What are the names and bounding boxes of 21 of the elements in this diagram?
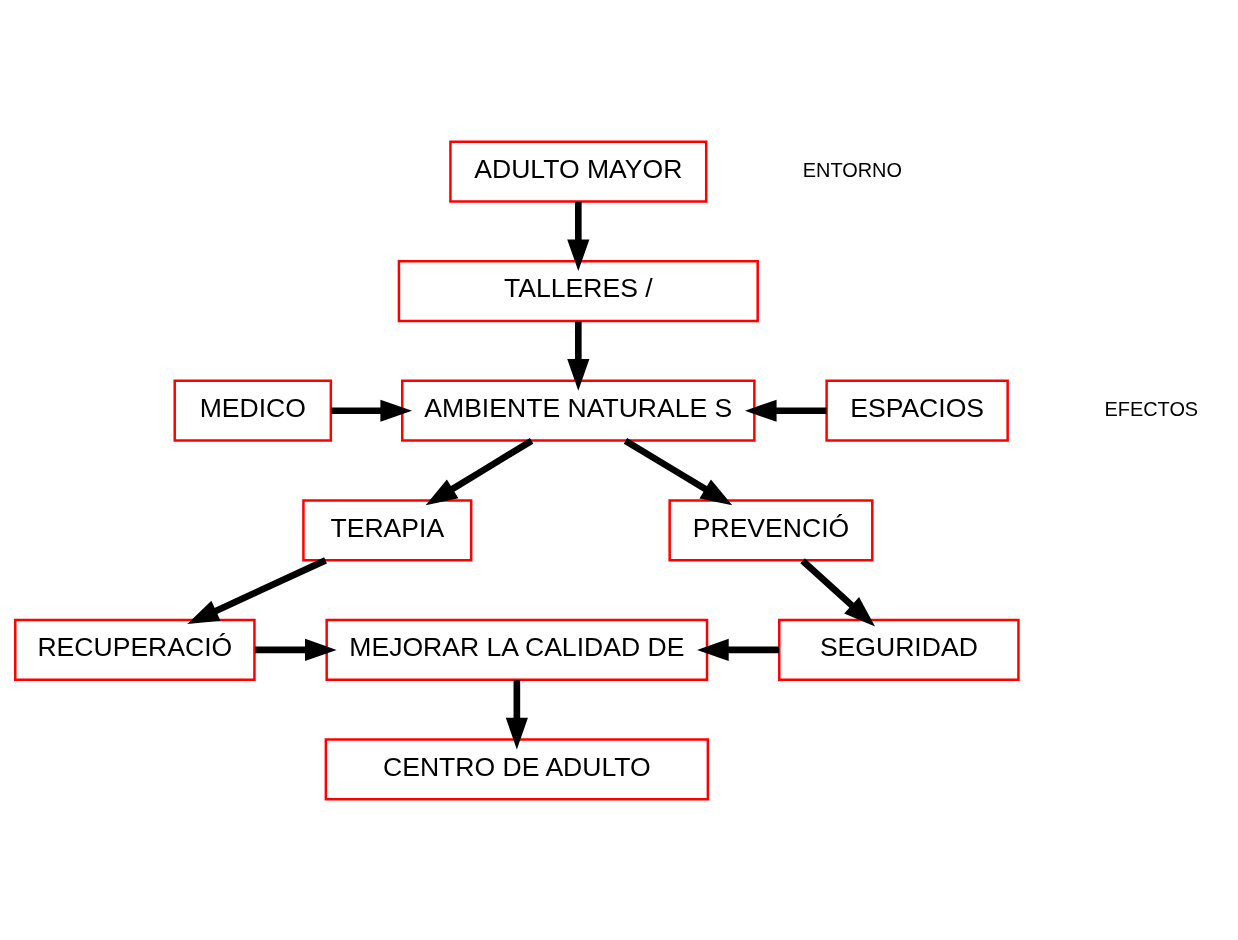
arrow	[505, 679, 528, 749]
arrow	[623, 437, 733, 505]
node-box: CENTRO DE ADULTO	[324, 737, 710, 801]
node-box: MEDICO	[173, 379, 333, 442]
node-box: ESPACIOS	[825, 379, 1009, 442]
label: ENTORNO	[802, 158, 902, 181]
arrow	[187, 556, 327, 624]
node-box: PREVENCIÓ	[668, 498, 874, 561]
node-box: TERAPIA	[302, 498, 473, 561]
node-box: AMBIENTE NATURALE S	[401, 379, 756, 442]
node-box: SEGURIDAD	[778, 618, 1020, 681]
label: EFECTOS	[1104, 397, 1199, 420]
node-box: TALLERES /	[397, 259, 759, 322]
arrow	[254, 638, 337, 661]
arrow	[567, 201, 590, 271]
node-box: MEJORAR LA CALIDAD DE	[325, 618, 709, 681]
arrow	[800, 557, 876, 627]
arrow	[425, 437, 534, 505]
node-box: ADULTO MAYOR	[449, 139, 708, 203]
arrow	[744, 399, 827, 422]
node-box: RECUPERACIÓ	[14, 618, 256, 681]
